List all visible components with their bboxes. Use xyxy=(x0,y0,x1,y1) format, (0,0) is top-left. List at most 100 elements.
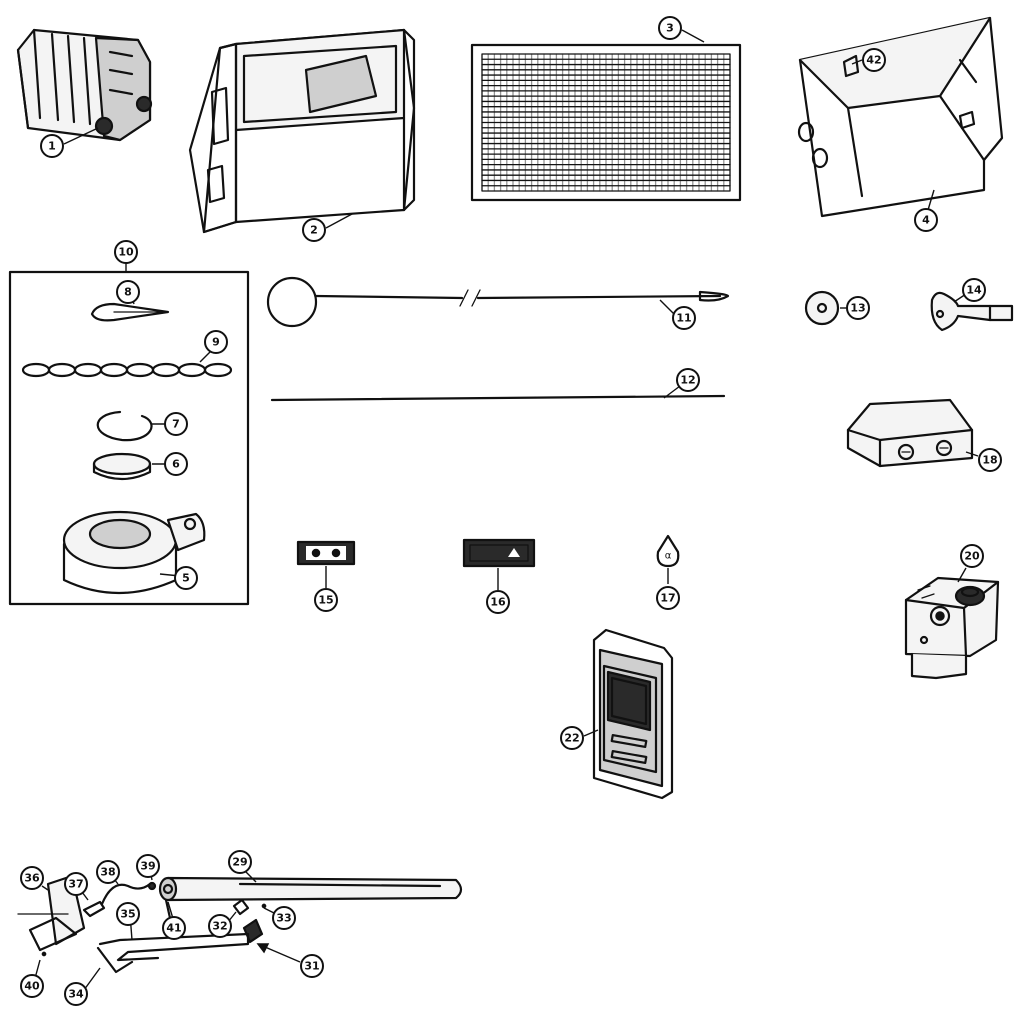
svg-text:15: 15 xyxy=(318,594,333,607)
callout-13: 13 xyxy=(846,296,870,320)
svg-text:1: 1 xyxy=(48,140,56,153)
svg-text:40: 40 xyxy=(24,980,40,993)
chain-link xyxy=(203,362,233,378)
part-11-hook-rod xyxy=(266,276,730,328)
callout-1: 1 xyxy=(40,134,64,158)
chain-link xyxy=(151,362,181,378)
chain-link xyxy=(73,362,103,378)
chain-link xyxy=(21,362,51,378)
callout-18: 18 xyxy=(978,448,1002,472)
callout-14: 14 xyxy=(962,278,986,302)
callout-32: 32 xyxy=(208,914,232,938)
svg-text:16: 16 xyxy=(490,596,506,609)
part-1-heat-exchanger xyxy=(16,28,153,142)
svg-text:4: 4 xyxy=(922,214,930,227)
part-16-indicator-plate xyxy=(462,538,536,568)
part-17-glyph: α xyxy=(665,551,672,562)
svg-text:10: 10 xyxy=(118,246,134,259)
chain-link xyxy=(99,362,129,378)
svg-text:33: 33 xyxy=(276,912,291,925)
part-40-screw xyxy=(41,951,47,957)
callout-15: 15 xyxy=(314,588,338,612)
callout-42: 42 xyxy=(862,48,886,72)
callout-5: 5 xyxy=(174,566,198,590)
part-33-screw xyxy=(261,903,267,909)
svg-text:9: 9 xyxy=(212,336,220,349)
svg-text:17: 17 xyxy=(660,592,675,605)
callout-11: 11 xyxy=(672,306,696,330)
part-5-collar xyxy=(62,510,206,594)
callout-31: 31 xyxy=(300,954,324,978)
svg-text:14: 14 xyxy=(966,284,982,297)
part-31-adapter xyxy=(242,918,264,944)
callout-20: 20 xyxy=(960,544,984,568)
svg-text:32: 32 xyxy=(212,920,227,933)
part-13-washer xyxy=(804,290,840,326)
part-10-kit-box xyxy=(8,270,250,606)
callout-8: 8 xyxy=(116,280,140,304)
callout-38: 38 xyxy=(96,860,120,884)
callout-36: 36 xyxy=(20,866,44,890)
svg-text:31: 31 xyxy=(304,960,319,973)
chain-link xyxy=(177,362,207,378)
callout-9: 9 xyxy=(204,330,228,354)
callout-6: 6 xyxy=(164,452,188,476)
part-15-plate xyxy=(296,540,356,566)
part-12-rod xyxy=(270,394,726,402)
callout-34: 34 xyxy=(64,982,88,1006)
svg-text:39: 39 xyxy=(140,860,155,873)
svg-text:35: 35 xyxy=(120,908,135,921)
svg-text:22: 22 xyxy=(564,732,579,745)
callout-40: 40 xyxy=(20,974,44,998)
part-41-fitting xyxy=(164,898,172,920)
callout-41: 41 xyxy=(162,916,186,940)
svg-text:42: 42 xyxy=(866,54,881,67)
svg-text:37: 37 xyxy=(68,878,83,891)
part-14-key xyxy=(930,291,1014,332)
part-17-tag: α xyxy=(656,534,680,568)
leader-lines xyxy=(33,29,979,991)
svg-text:36: 36 xyxy=(24,872,40,885)
part-35-thermocouple-tube xyxy=(96,932,250,974)
svg-text:6: 6 xyxy=(172,458,180,471)
svg-text:3: 3 xyxy=(666,22,674,35)
svg-text:12: 12 xyxy=(680,374,695,387)
callout-37: 37 xyxy=(64,872,88,896)
callout-22: 22 xyxy=(560,726,584,750)
callout-17: 17 xyxy=(656,586,680,610)
part-2-cabinet-frame xyxy=(188,28,416,234)
svg-text:8: 8 xyxy=(124,286,132,299)
callout-33: 33 xyxy=(272,906,296,930)
svg-text:2: 2 xyxy=(310,224,318,237)
part-6-disc xyxy=(92,452,152,481)
part-22-thermostat xyxy=(592,628,674,800)
callouts: 1 2 3 4 42 10 8 9 7 6 5 11 12 13 14 18 1… xyxy=(20,16,1002,1006)
part-37-fitting xyxy=(82,900,106,918)
callout-35: 35 xyxy=(116,902,140,926)
part-9-chain xyxy=(21,362,233,378)
callout-39: 39 xyxy=(136,854,160,878)
part-4-housing-box xyxy=(797,16,1004,218)
callout-12: 12 xyxy=(676,368,700,392)
callout-16: 16 xyxy=(486,590,510,614)
svg-text:18: 18 xyxy=(982,454,997,467)
part-8-cotter-pin xyxy=(90,302,170,322)
svg-text:13: 13 xyxy=(850,302,865,315)
chain-link xyxy=(47,362,77,378)
callout-3: 3 xyxy=(658,16,682,40)
part-29-burner-tube xyxy=(158,876,463,902)
svg-text:7: 7 xyxy=(172,418,180,431)
part-7-retaining-ring xyxy=(96,410,153,442)
part-18-junction-box xyxy=(846,398,974,468)
part-32-clip xyxy=(232,898,250,916)
svg-text:34: 34 xyxy=(68,988,84,1001)
part-38-pilot-tube xyxy=(100,882,152,906)
callout-4: 4 xyxy=(914,208,938,232)
callout-29: 29 xyxy=(228,850,252,874)
svg-text:20: 20 xyxy=(964,550,980,563)
chain-link xyxy=(125,362,155,378)
callout-7: 7 xyxy=(164,412,188,436)
svg-text:38: 38 xyxy=(100,866,115,879)
svg-text:5: 5 xyxy=(182,572,190,585)
